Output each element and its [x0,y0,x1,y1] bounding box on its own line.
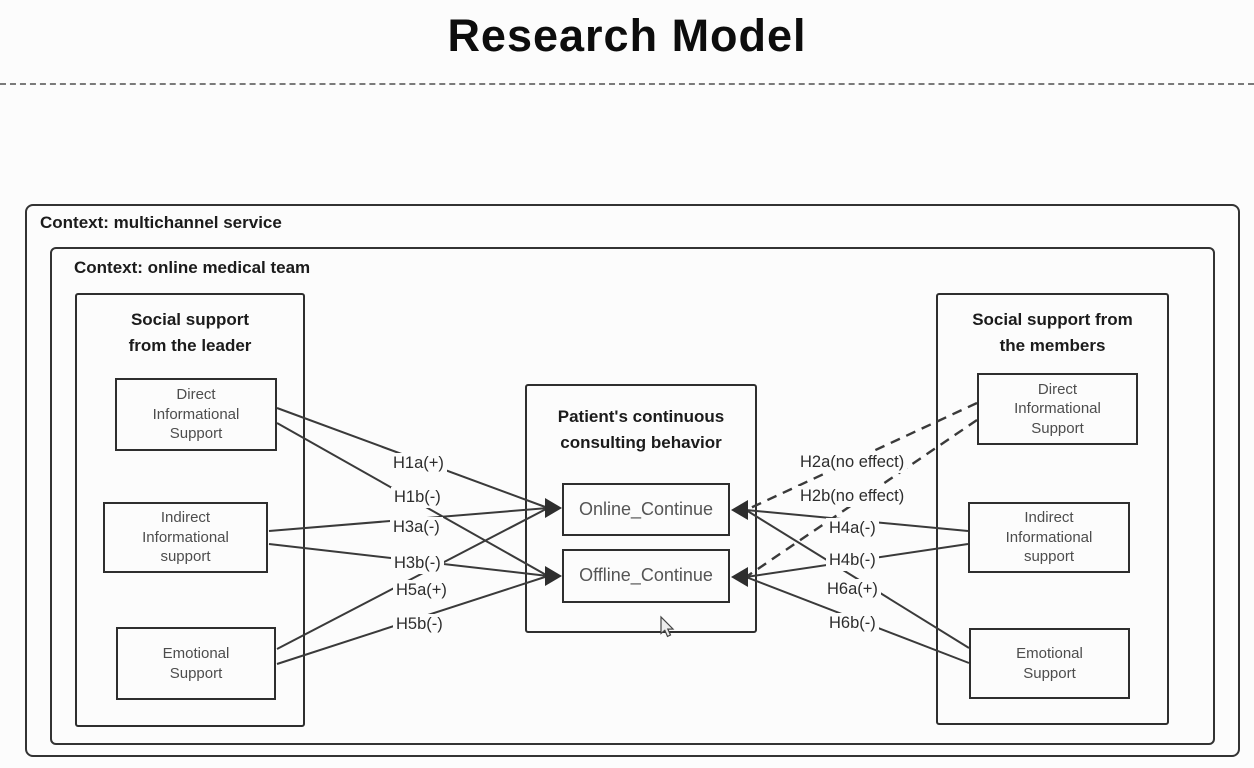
arrowhead-online-right [731,500,748,520]
social-support-members-group-box: Social support from the members [936,293,1169,725]
hypothesis-label-h3b: H3b(-) [391,553,444,574]
online-continue-box: Online_Continue [562,483,730,536]
context-online-medical-team-box: Context: online medical team [50,247,1215,745]
patient-behavior-title: Patient's continuous consulting behavior [557,407,725,453]
mouse-cursor-icon [660,615,675,638]
hypothesis-label-h4b: H4b(-) [826,550,879,571]
context-multichannel-service-box: Context: multichannel service [25,204,1240,757]
hypothesis-label-h2a: H2a(no effect) [797,452,908,473]
hypothesis-label-h6a: H6a(+) [824,579,881,600]
members-direct-informational-support-box: Direct Informational Support [977,373,1138,445]
leader-direct-informational-support-box: Direct Informational Support [115,378,277,451]
hypothesis-label-h5a: H5a(+) [393,580,450,601]
leader-emotional-support-box: Emotional Support [116,627,276,700]
arrowhead-offline-right [731,567,748,587]
arrowhead-offline-left [545,566,562,586]
hypothesis-label-h4a: H4a(-) [826,518,879,539]
social-support-members-title: Social support from the members [972,310,1133,356]
hypothesis-label-h5b: H5b(-) [393,614,446,635]
title-divider-dashed-line [0,83,1254,85]
social-support-leader-group-box: Social support from the leader [75,293,305,727]
members-emotional-support-box: Emotional Support [969,628,1130,699]
leader-indirect-informational-support-box: Indirect Informational support [103,502,268,573]
arrow-h5a [276,507,549,650]
social-support-leader-title: Social support from the leader [128,310,252,356]
page-title: Research Model [447,10,807,61]
hypothesis-label-h6b: H6b(-) [826,613,879,634]
patient-behavior-group-box: Patient's continuous consulting behavior [525,384,757,633]
context-multichannel-service-label: Context: multichannel service [40,213,282,232]
members-indirect-informational-support-box: Indirect Informational support [968,502,1130,573]
hypothesis-label-h3a: H3a(-) [390,517,443,538]
hypothesis-label-h1a: H1a(+) [390,453,447,474]
hypothesis-label-h2b: H2b(no effect) [797,486,908,507]
offline-continue-box: Offline_Continue [562,549,730,603]
hypothesis-label-h1b: H1b(-) [391,487,444,508]
arrowhead-online-left [545,498,562,518]
context-online-medical-team-label: Context: online medical team [74,258,311,277]
